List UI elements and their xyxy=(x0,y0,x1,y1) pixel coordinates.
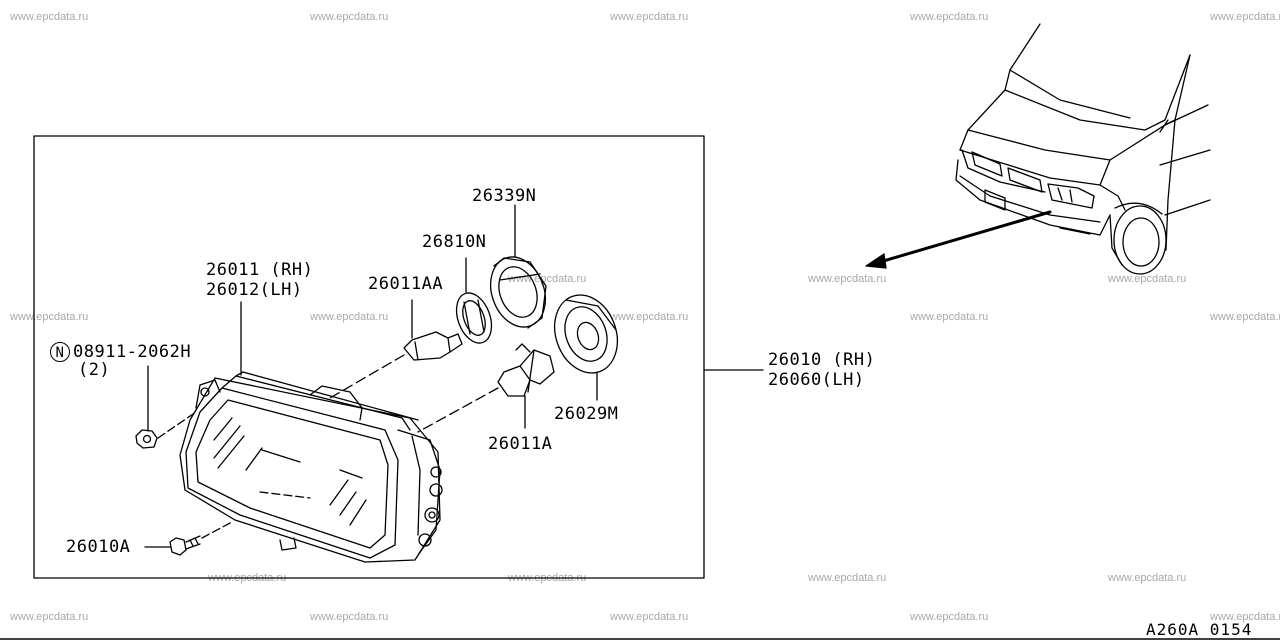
n-mark-icon: N xyxy=(50,342,70,362)
watermark: www.epcdata.ru xyxy=(310,311,389,323)
part-label-26012: 26012(LH) xyxy=(206,280,303,300)
nut-08911 xyxy=(135,429,158,449)
part-label-08911-qty: (2) xyxy=(78,360,111,380)
watermark: www.epcdata.ru xyxy=(1210,11,1280,23)
part-number: 08911-2062H xyxy=(73,342,192,362)
dash-26011AA xyxy=(329,354,405,399)
part-label-26339N: 26339N xyxy=(472,186,537,206)
part-label-26011A: 26011A xyxy=(488,434,553,454)
watermark: www.epcdata.ru xyxy=(1210,311,1280,323)
part-label-26011AA: 26011AA xyxy=(368,274,444,294)
part-label-26810N: 26810N xyxy=(422,232,487,252)
locator-arrow xyxy=(878,210,1052,264)
cap-26029M xyxy=(554,294,618,374)
part-label-26060: 26060(LH) xyxy=(768,370,865,390)
bulb-26011A xyxy=(497,343,555,397)
watermark: www.epcdata.ru xyxy=(910,311,989,323)
assembly-frame xyxy=(33,135,705,579)
part-label-26010A: 26010A xyxy=(66,537,131,557)
bolt-26010A xyxy=(169,535,201,556)
headlamp-housing xyxy=(179,371,443,563)
socket-26810N xyxy=(455,292,493,344)
watermark: www.epcdata.ru xyxy=(610,311,689,323)
bulb-26011AA xyxy=(403,331,463,361)
watermark: www.epcdata.ru xyxy=(610,11,689,23)
watermark: www.epcdata.ru xyxy=(310,611,389,623)
watermark: www.epcdata.ru xyxy=(10,611,89,623)
watermark: www.epcdata.ru xyxy=(10,11,89,23)
watermark: www.epcdata.ru xyxy=(808,273,887,285)
watermark: www.epcdata.ru xyxy=(310,11,389,23)
part-label-26011: 26011 (RH) xyxy=(206,260,314,280)
vehicle-sketch xyxy=(955,23,1211,275)
ring-26339N xyxy=(489,256,547,329)
watermark: www.epcdata.ru xyxy=(610,611,689,623)
watermark: www.epcdata.ru xyxy=(808,572,887,584)
watermark: www.epcdata.ru xyxy=(1210,611,1280,623)
watermark: www.epcdata.ru xyxy=(910,611,989,623)
watermark: www.epcdata.ru xyxy=(1108,572,1187,584)
part-label-26010: 26010 (RH) xyxy=(768,350,876,370)
dash-26011A xyxy=(417,387,499,433)
part-label-26029M: 26029M xyxy=(554,404,619,424)
diagram-code: A260A 0154 xyxy=(1146,620,1253,639)
watermark: www.epcdata.ru xyxy=(1108,273,1187,285)
dash-08911 xyxy=(157,411,197,439)
watermark: www.epcdata.ru xyxy=(910,11,989,23)
dash-26010A xyxy=(201,521,233,539)
watermark: www.epcdata.ru xyxy=(10,311,89,323)
locator-arrowhead xyxy=(865,253,887,269)
